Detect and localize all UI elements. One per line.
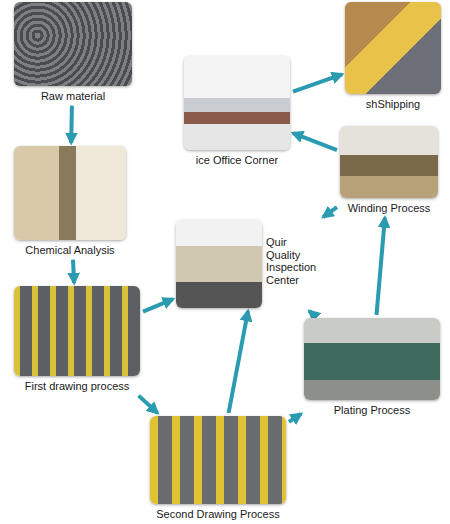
flow-arrow — [293, 74, 342, 91]
process-label: Chemical Analysis — [25, 244, 114, 257]
process-photo-card: First drawing process — [14, 286, 140, 393]
process-photo-card: ice Office Corner — [184, 56, 290, 167]
flow-arrow — [377, 218, 385, 315]
process-label: Quality Inspection Center — [266, 249, 338, 287]
process-label: First drawing process — [25, 380, 130, 393]
flow-arrow — [143, 299, 173, 312]
flow-arrow — [289, 414, 301, 422]
flow-arrow — [323, 207, 337, 217]
process-photo-card: Raw material — [14, 2, 132, 103]
process-photo — [304, 318, 440, 400]
process-label: Quir — [266, 236, 338, 249]
flow-arrow — [229, 311, 248, 413]
flow-arrow — [293, 133, 337, 150]
flow-arrow — [69, 106, 74, 143]
process-photo-card: Chemical Analysis — [14, 146, 126, 257]
process-photo — [150, 416, 286, 504]
process-label: shShipping — [366, 98, 420, 111]
process-photo — [184, 56, 290, 150]
process-photo — [14, 146, 126, 240]
process-photo-card: QuirQuality Inspection Center — [176, 220, 338, 308]
flow-arrow — [73, 260, 74, 283]
process-photo — [14, 2, 132, 86]
process-photo-card: shShipping — [345, 2, 441, 111]
process-photo — [176, 220, 262, 308]
flow-arrow — [139, 396, 158, 413]
process-photo-card: Winding Process — [340, 126, 438, 215]
process-photo-card: Plating Process — [304, 318, 440, 417]
flow-arrow — [309, 311, 314, 315]
process-photo — [340, 126, 438, 198]
process-photo — [14, 286, 140, 376]
process-photo — [345, 2, 441, 94]
process-label: Second Drawing Process — [156, 508, 280, 521]
process-label: Raw material — [41, 90, 105, 103]
process-photo-card: Second Drawing Process — [150, 416, 286, 521]
process-label: Winding Process — [348, 202, 431, 215]
process-label: Plating Process — [334, 404, 410, 417]
process-label: ice Office Corner — [196, 154, 278, 167]
